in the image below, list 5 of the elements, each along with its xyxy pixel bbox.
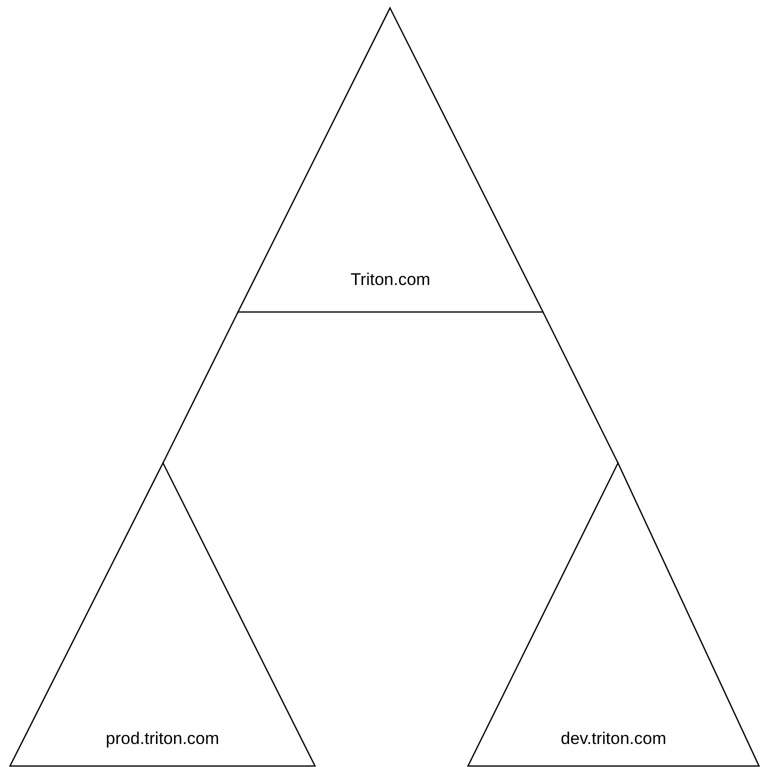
connector-line: [542, 312, 619, 464]
connector-line: [162, 312, 239, 464]
domain-name: Triton.com: [350, 270, 430, 290]
domain-name: prod.triton.com: [106, 729, 220, 749]
domain-name: dev.triton.com: [560, 729, 666, 749]
